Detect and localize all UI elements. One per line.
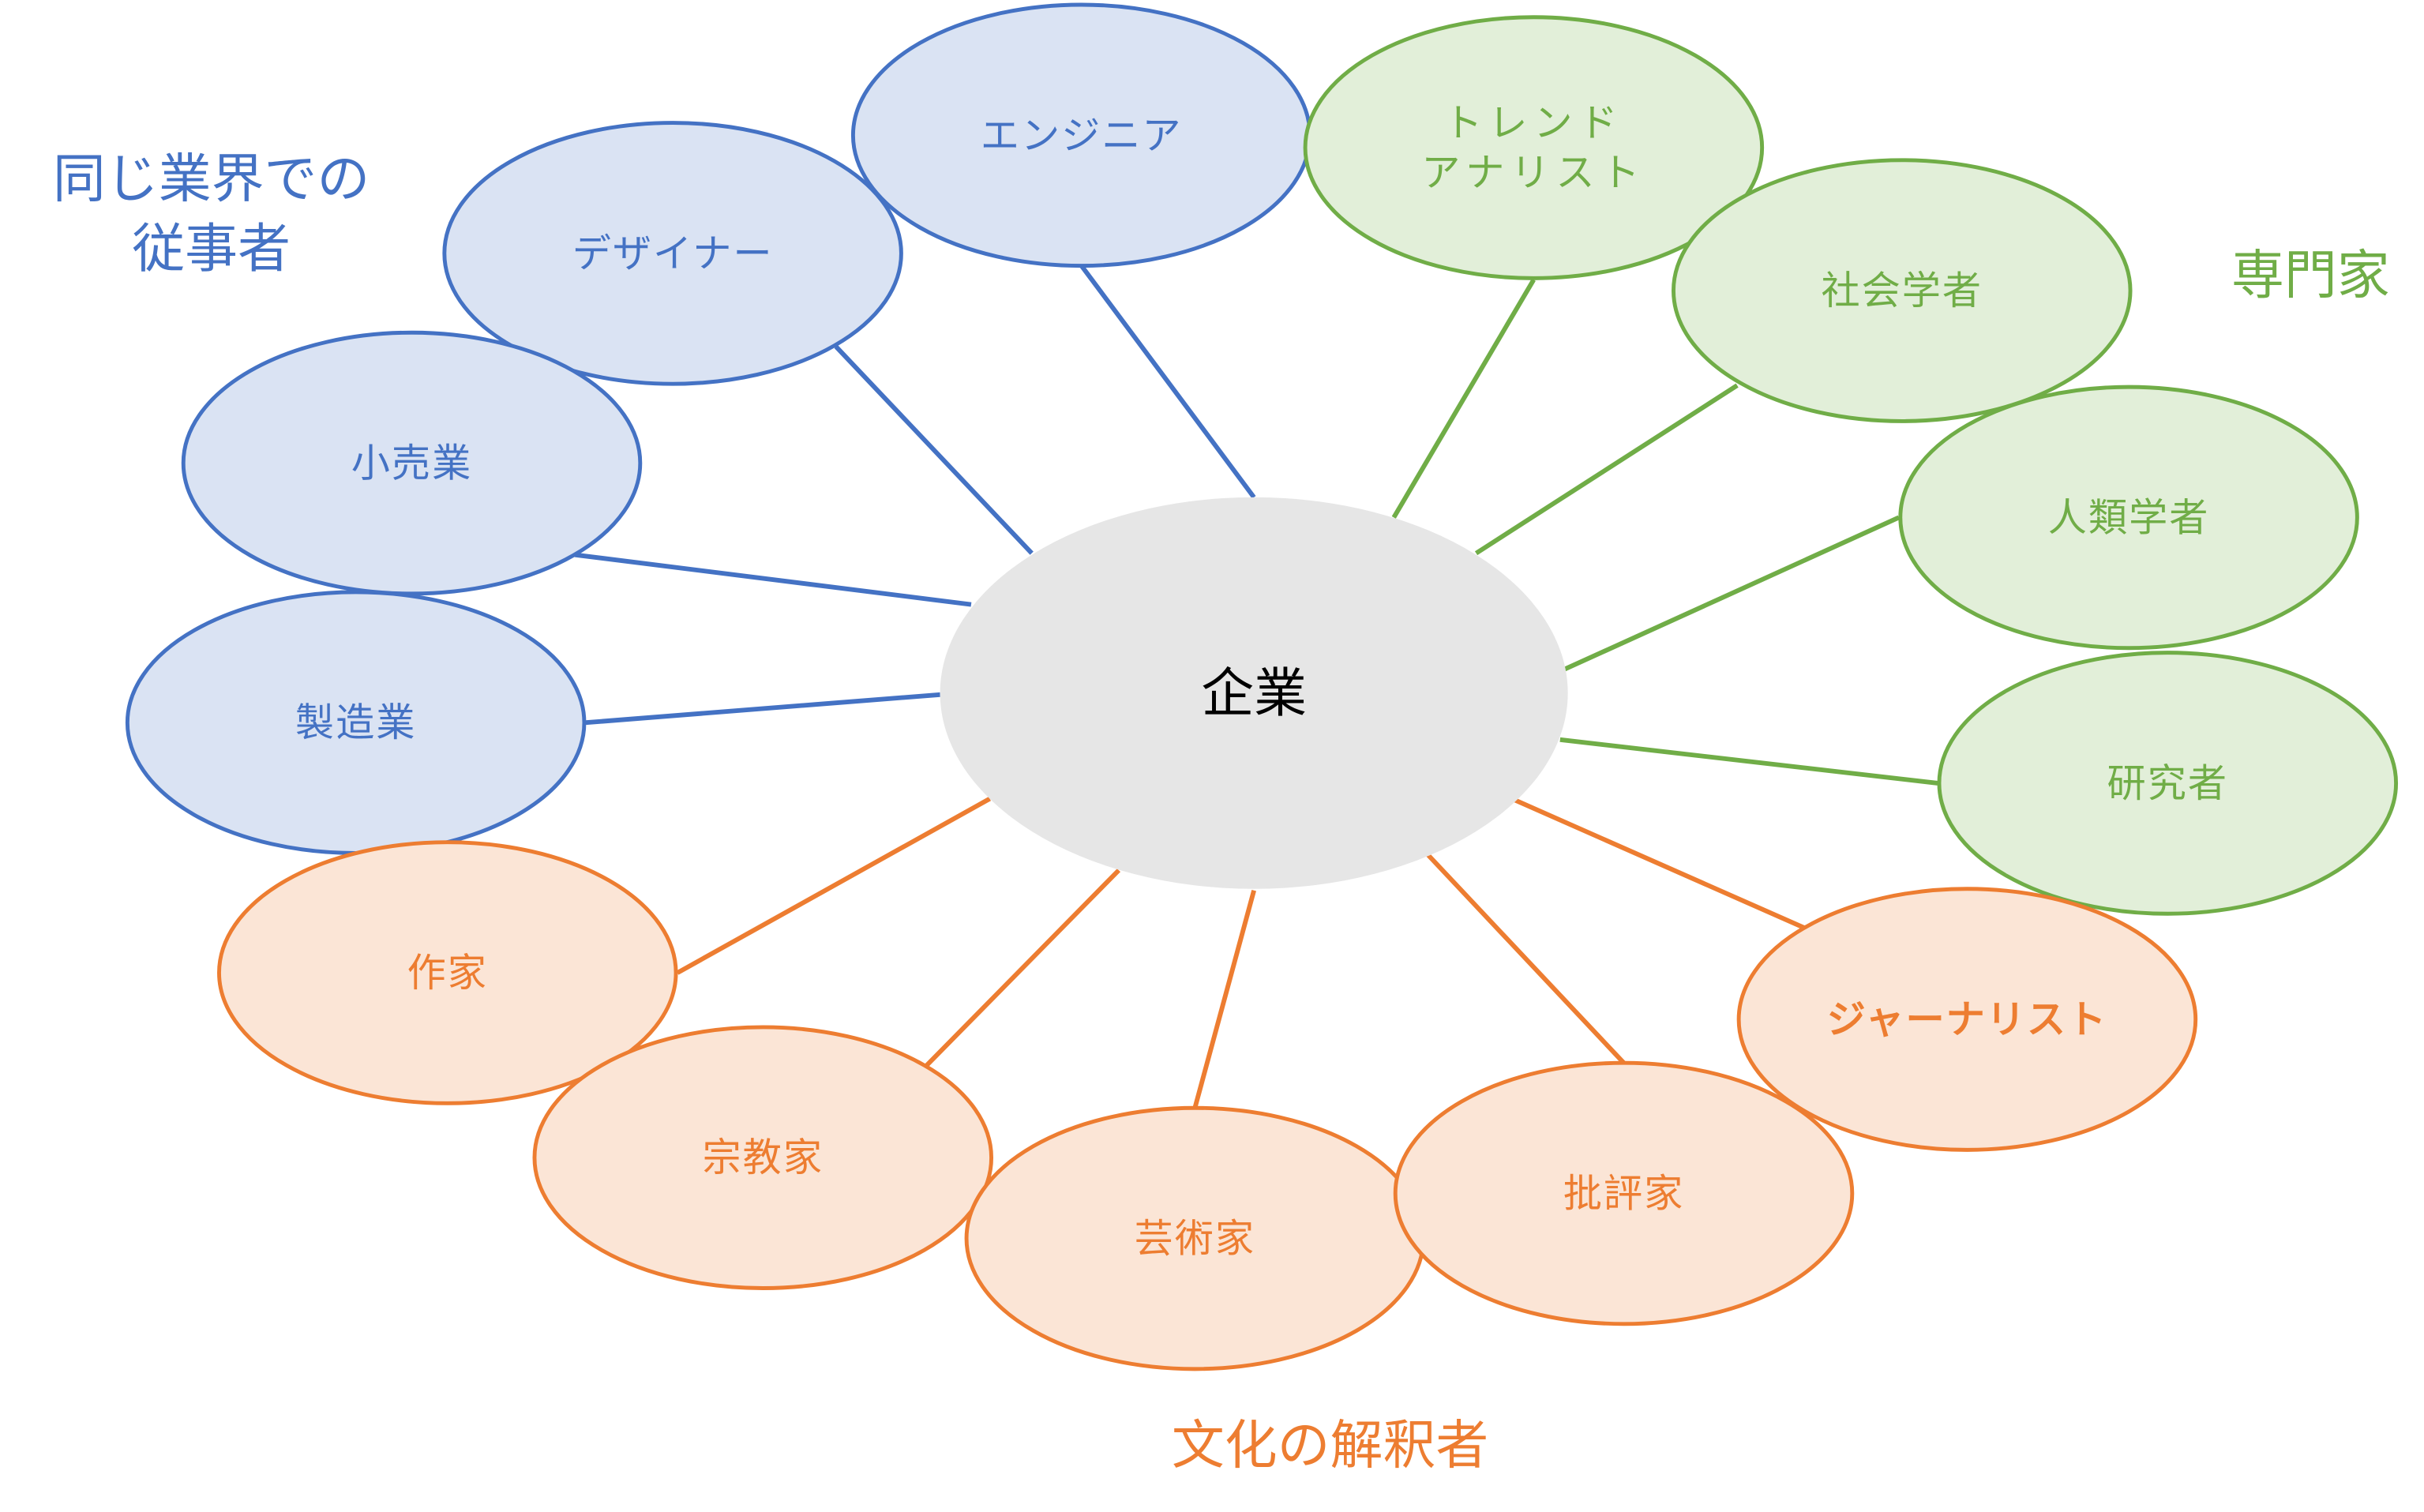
connector-line [834,344,1034,555]
connector-line [1391,278,1536,519]
group-label-orange: 文化の解釈者 [1172,1414,1488,1476]
node-ellipse [1672,158,2133,423]
node-ellipse [1898,385,2359,651]
node-blue: エンジニア [850,2,1312,268]
node-label: トレンド [1443,100,1623,146]
node-ellipse [442,121,903,386]
connector-line [1079,264,1256,499]
center-label: 企業 [1201,662,1307,724]
node-label: 社会学者 [1821,268,1983,313]
connector-lines [574,264,1938,1109]
node-label: 製造業 [295,700,416,745]
node-label: 作家 [407,950,488,996]
connector-line [676,797,992,975]
node-label: 批評家 [1563,1170,1684,1216]
node-label: エンジニア [981,112,1183,158]
connector-line [585,692,940,726]
node-ellipse [181,330,643,596]
node-orange: ジャーナリスト [1736,887,2198,1152]
node-ellipse [1736,887,2198,1152]
node-orange: 批評家 [1393,1060,1855,1326]
node-orange: 宗教家 [532,1025,994,1290]
node-ellipse [217,840,678,1105]
node-blue: デザイナー [442,121,903,386]
node-label: デザイナー [572,231,774,276]
connector-line [574,552,972,607]
node-label: 宗教家 [703,1135,824,1180]
group-label-blue: 同じ業界での [53,148,370,209]
node-label: 芸術家 [1135,1216,1255,1262]
connector-line [1423,850,1626,1065]
node-label: 人類学者 [2048,494,2210,540]
node-orange: 作家 [217,840,678,1105]
connector-line [1474,383,1739,556]
node-label: 研究者 [2107,760,2228,806]
center-ellipse [940,497,1568,889]
node-green: 社会学者 [1672,158,2133,423]
node-green: 人類学者 [1898,385,2359,651]
group-label-blue: 従事者 [132,218,291,280]
node-label: アナリスト [1421,150,1645,196]
node-blue: 小売業 [181,330,643,596]
node-blue: 製造業 [125,590,587,855]
group-label-green: 専門家 [2231,244,2390,306]
connector-line [1559,737,1938,786]
node-ellipse [532,1025,994,1290]
node-green: 研究者 [1937,651,2399,916]
center-node: 企業 [940,497,1568,889]
node-ellipse [1303,15,1765,280]
connector-line [1559,515,1901,673]
connector-line [924,869,1121,1068]
node-orange: 芸術家 [964,1105,1426,1371]
node-ellipse [1937,651,2399,916]
connector-line [1192,889,1256,1109]
node-label: 小売業 [351,441,472,486]
connector-line [1510,796,1805,930]
node-label: ジャーナリスト [1827,996,2108,1042]
node-ellipse [1393,1060,1855,1326]
